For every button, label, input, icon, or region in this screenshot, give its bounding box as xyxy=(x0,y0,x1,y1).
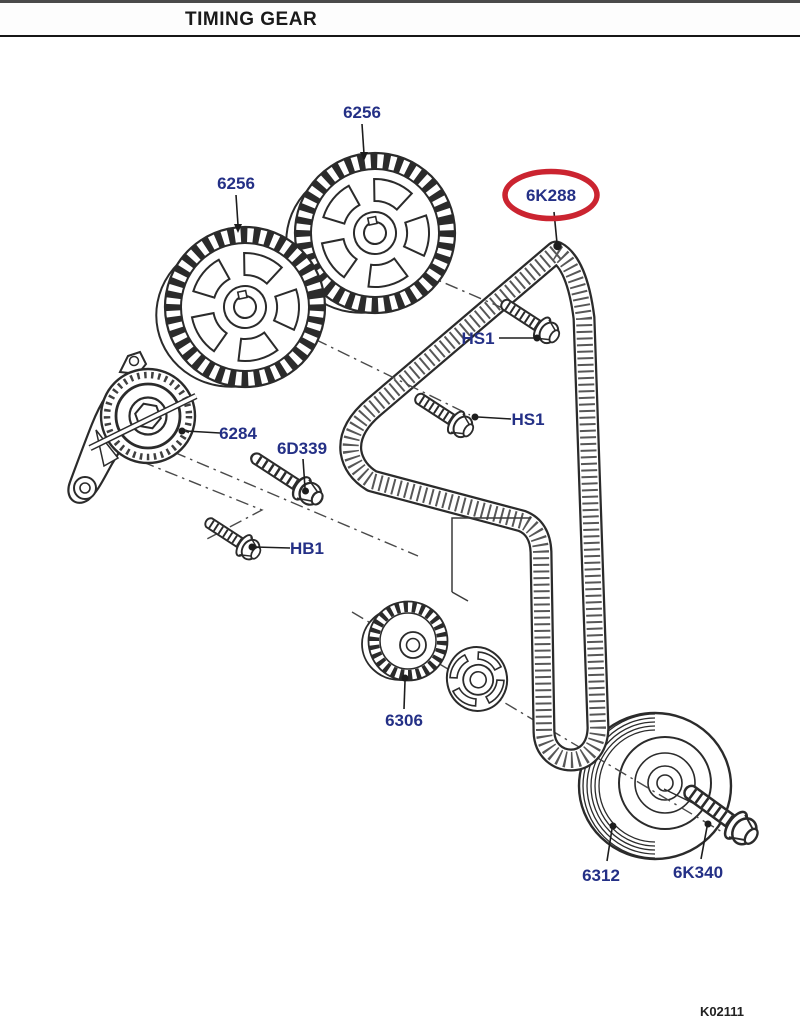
reference-outline xyxy=(451,517,531,602)
callout-bolt-hb1: HB1 xyxy=(290,539,324,558)
callout-bolt-6k340: 6K340 xyxy=(673,863,723,882)
crankshaft-sprocket xyxy=(361,600,449,682)
bolt-hs1-lower xyxy=(409,386,478,443)
belt-tensioner xyxy=(67,350,198,504)
highlight-ring xyxy=(502,168,600,222)
page-title: TIMING GEAR xyxy=(185,9,318,30)
callout-crankshaft-pulley: 6312 xyxy=(582,866,620,885)
crank-trigger-plate xyxy=(445,646,509,712)
callout-bolt-hs1-upper: HS1 xyxy=(461,329,494,348)
callout-leaders xyxy=(178,123,712,862)
callout-bolt-hs1-lower: HS1 xyxy=(511,410,544,429)
page-header: TIMING GEAR xyxy=(0,0,800,37)
callout-bolt-6d339: 6D339 xyxy=(277,439,327,458)
callout-camshaft-sprocket-right: 6256 xyxy=(343,103,381,122)
crankshaft-pulley xyxy=(577,711,733,861)
callout-crankshaft-sprocket: 6306 xyxy=(385,711,423,730)
arrowhead xyxy=(234,224,242,233)
bolt-hs1-upper xyxy=(495,292,564,349)
callout-timing-belt: 6K288 xyxy=(526,186,576,205)
callout-camshaft-sprocket-left: 6256 xyxy=(217,174,255,193)
arrowhead xyxy=(360,152,368,161)
diagram-code: K02111 xyxy=(700,1004,744,1019)
callout-belt-tensioner: 6284 xyxy=(219,424,257,443)
